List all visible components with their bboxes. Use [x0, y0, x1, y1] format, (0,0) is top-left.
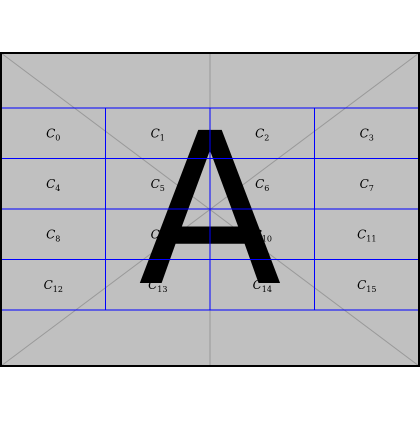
cell-label: C1	[151, 126, 165, 142]
cell-label-base: C	[46, 177, 55, 191]
cell-label-subscript: 7	[369, 184, 374, 193]
cell-label: C4	[46, 177, 60, 193]
cell-label-subscript: 10	[262, 234, 272, 243]
cell-label-subscript: 11	[366, 234, 376, 243]
cell-label-subscript: 9	[160, 234, 165, 243]
cell-label-base: C	[46, 126, 55, 140]
cell-label-base: C	[151, 227, 160, 241]
cell-label-subscript: 14	[262, 285, 272, 294]
cell-label: C9	[151, 227, 165, 243]
cell-label: C2	[255, 126, 269, 142]
cell-label-subscript: 12	[53, 285, 63, 294]
cell-label: C13	[148, 278, 167, 294]
cell-label: C3	[360, 126, 374, 142]
cell-label-base: C	[255, 126, 264, 140]
cell-label: C5	[151, 177, 165, 193]
cell-label-base: C	[46, 227, 55, 241]
cell-label-subscript: 3	[369, 133, 374, 142]
cell-label: C15	[357, 278, 376, 294]
cell-label-subscript: 0	[55, 133, 60, 142]
cell-label-base: C	[357, 278, 366, 292]
cell-label: C6	[255, 177, 269, 193]
cell-label-subscript: 6	[264, 184, 269, 193]
placeholder-border	[0, 52, 420, 367]
cell-label-base: C	[253, 278, 262, 292]
cell-label-base: C	[151, 177, 160, 191]
cell-label-subscript: 2	[264, 133, 269, 142]
cell-label-base: C	[44, 278, 53, 292]
cell-label-base: C	[253, 227, 262, 241]
cell-grid	[0, 107, 420, 311]
cell-label-base: C	[360, 177, 369, 191]
cell-label-subscript: 13	[157, 285, 167, 294]
cell-label-subscript: 8	[55, 234, 60, 243]
cell-label-base: C	[357, 227, 366, 241]
cell-label: C10	[253, 227, 272, 243]
cell-label-base: C	[148, 278, 157, 292]
cell-label-subscript: 15	[366, 285, 376, 294]
cell-label: C11	[357, 227, 376, 243]
cell-label-base: C	[151, 126, 160, 140]
cell-label-base: C	[255, 177, 264, 191]
cell-label-subscript: 1	[160, 133, 165, 142]
cell-label: C14	[253, 278, 272, 294]
cell-label: C12	[44, 278, 63, 294]
cell-label: C7	[360, 177, 374, 193]
cell-label-base: C	[360, 126, 369, 140]
cell-label-subscript: 5	[160, 184, 165, 193]
cell-label-subscript: 4	[55, 184, 60, 193]
cell-label: C8	[46, 227, 60, 243]
cell-label: C0	[46, 126, 60, 142]
